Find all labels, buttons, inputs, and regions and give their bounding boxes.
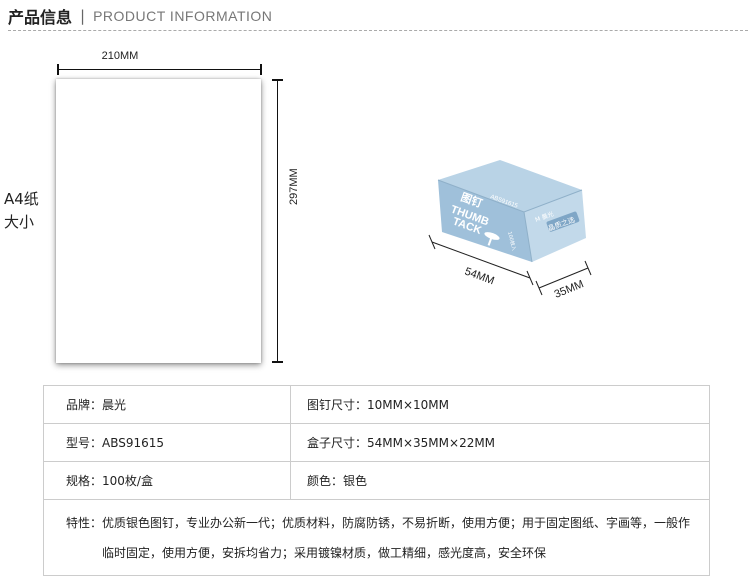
table-row: 品牌：晨光 图钉尺寸：10MM×10MM bbox=[43, 385, 710, 424]
spec-color: 颜色：银色 bbox=[290, 461, 710, 500]
a4-label-line1: A4纸 bbox=[4, 190, 39, 208]
spec-tack-size: 图钉尺寸：10MM×10MM bbox=[290, 385, 710, 424]
section-title-cn: 产品信息 bbox=[8, 8, 73, 27]
thumb-tack-icon bbox=[484, 232, 500, 246]
box-front-face bbox=[438, 180, 532, 262]
table-row: 型号：ABS91615 盒子尺寸：54MM×35MM×22MM bbox=[43, 423, 710, 462]
table-row: 规格：100枚/盒 颜色：银色 bbox=[43, 461, 710, 500]
table-row: 特性： 优质银色图钉，专业办公新一代；优质材料，防腐防锈，不易折断，使用方便；用… bbox=[43, 499, 710, 576]
spec-feature-value: 优质银色图钉，专业办公新一代；优质材料，防腐防锈，不易折断，使用方便；用于固定图… bbox=[102, 515, 691, 560]
box-length-label: 54MM bbox=[463, 266, 496, 288]
box-length-dimension bbox=[428, 234, 534, 286]
header-divider bbox=[8, 30, 748, 31]
box-badge-bg bbox=[546, 211, 580, 232]
a4-label-line2: 大小 bbox=[4, 213, 35, 231]
spec-spec: 规格：100枚/盒 bbox=[43, 461, 291, 500]
section-title-en: PRODUCT INFORMATION bbox=[93, 8, 273, 24]
a4-height-dimension bbox=[272, 79, 283, 363]
box-width-dimension bbox=[535, 260, 592, 296]
a4-size-label: A4纸 大小 bbox=[4, 188, 48, 234]
a4-height-label: 297MM bbox=[288, 168, 300, 205]
box-width-label: 35MM bbox=[553, 278, 586, 300]
spec-brand: 品牌：晨光 bbox=[43, 385, 291, 424]
spec-model: 型号：ABS91615 bbox=[43, 423, 291, 462]
box-top-face bbox=[438, 160, 582, 212]
a4-paper bbox=[56, 79, 261, 363]
thumb-tack-box-image: 图钉 THUMB TACK ABS91615 100枚入 M 晨光 晶质之选 5… bbox=[428, 160, 592, 300]
spec-features-cell: 特性： 优质银色图钉，专业办公新一代；优质材料，防腐防锈，不易折断，使用方便；用… bbox=[43, 499, 710, 576]
a4-width-label: 210MM bbox=[101, 50, 139, 62]
a4-width-dimension bbox=[57, 64, 262, 75]
title-separator: | bbox=[80, 7, 86, 25]
spec-box-size: 盒子尺寸：54MM×35MM×22MM bbox=[290, 423, 710, 462]
spec-feature-key: 特性： bbox=[66, 515, 103, 530]
box-count: 100枚入 bbox=[506, 231, 518, 252]
section-header: 产品信息 | PRODUCT INFORMATION bbox=[8, 4, 272, 28]
spec-table: 品牌：晨光 图钉尺寸：10MM×10MM 型号：ABS91615 盒子尺寸：54… bbox=[43, 385, 710, 576]
